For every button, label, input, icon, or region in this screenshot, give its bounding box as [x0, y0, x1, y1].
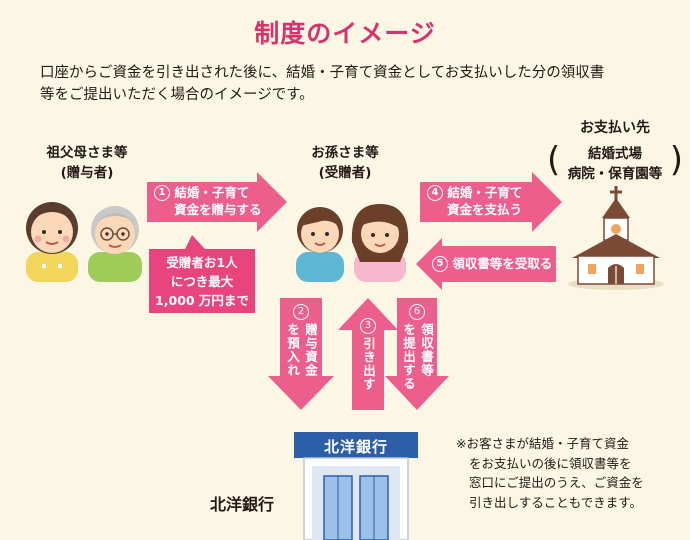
footnote-line-2: をお支払いの後に領収書等を	[469, 455, 632, 471]
limit-callout: 受贈者お1人 につき最大 1,000 万円まで	[147, 253, 257, 310]
bank-sign-board	[294, 432, 418, 458]
payee-name: お支払い先	[580, 120, 650, 136]
limit-callout-bubble	[149, 235, 255, 313]
intro-line-2: 等をご提出いただく場合のイメージです。	[40, 87, 314, 103]
grandparents-illustration	[26, 202, 142, 282]
step-2-text: 2 贈与資金 を預入れ	[281, 304, 321, 377]
intro-text: 口座からご資金を引き出された後に、結婚・子育て資金としてお支払いした分の領収書 …	[40, 62, 660, 106]
step-1-number: 1	[154, 185, 170, 201]
step-3-label: 引き出す	[361, 337, 376, 391]
footnote: ※お客さまが結婚・子育て資金 をお支払いの後に領収書等を 窓口にご提出のうえ、ご…	[456, 434, 676, 512]
recipient-role: (受贈者)	[318, 165, 372, 181]
step-5-number: 5	[432, 256, 448, 272]
granddaughter-icon	[351, 204, 409, 282]
arrow-step-5	[416, 238, 556, 290]
step-4-number: 4	[427, 185, 443, 201]
step-2-col-2: を預入れ	[285, 323, 300, 377]
payee-paren-left: (	[547, 140, 561, 180]
step-6-col-2: を提出する	[401, 323, 416, 391]
bank-caption: 北洋銀行	[210, 495, 275, 514]
step-2-number: 2	[293, 304, 309, 320]
step-6-col-1: 領収書等	[419, 323, 434, 377]
step-6-text: 6 領収書等 を提出する	[397, 304, 437, 391]
limit-line-3: 1,000 万円まで	[155, 293, 249, 308]
footnote-line-4: 引き出しすることもできます。	[469, 494, 643, 510]
donor-name: 祖父母さま等	[46, 145, 128, 161]
grandchildren-illustration	[296, 204, 409, 282]
donor-label: 祖父母さま等 (贈与者)	[22, 143, 152, 183]
step-4-line-2: 資金を支払う	[447, 202, 523, 217]
grandson-icon	[296, 207, 344, 282]
step-1-line-1: 結婚・子育て	[174, 185, 250, 200]
step-1-text: 1 結婚・子育て 資金を贈与する	[154, 184, 274, 218]
step-2-col-1: 贈与資金	[303, 323, 318, 377]
step-4-line-1: 結婚・子育て	[447, 185, 523, 200]
step-6-number: 6	[409, 304, 425, 320]
payee-examples: ( ) 結婚式場 病院・保育園等	[545, 140, 685, 184]
donor-role: (贈与者)	[60, 165, 114, 181]
limit-line-1: 受贈者お1人	[166, 255, 238, 270]
footnote-line-3: 窓口にご提出のうえ、ご資金を	[469, 475, 644, 490]
intro-line-1: 口座からご資金を引き出された後に、結婚・子育て資金としてお支払いした分の領収書	[40, 65, 605, 81]
arrow-step-1	[147, 172, 287, 232]
recipient-label: お孫さま等 (受贈者)	[290, 143, 400, 183]
step-5-text: 5 領収書等を受取る	[432, 255, 556, 272]
footnote-line-1: ※お客さまが結婚・子育て資金	[456, 436, 629, 451]
step-4-text: 4 結婚・子育て 資金を支払う	[427, 184, 547, 218]
bank-sign: 北洋銀行	[323, 438, 388, 456]
arrow-step-3	[338, 298, 398, 410]
step-1-line-2: 資金を贈与する	[174, 202, 262, 217]
step-5-label: 領収書等を受取る	[452, 256, 553, 271]
recipient-name: お孫さま等	[311, 145, 379, 161]
arrow-step-4	[420, 172, 562, 232]
step-3-number: 3	[360, 318, 376, 334]
limit-line-2: につき最大	[170, 274, 234, 289]
payee-line-1: 結婚式場	[588, 146, 642, 162]
payee-label: お支払い先 ( ) 結婚式場 病院・保育園等	[545, 118, 685, 184]
bank-building-illustration	[294, 432, 418, 540]
arrow-step-6	[385, 298, 449, 410]
chapel-illustration	[568, 186, 664, 290]
step-3-text: 3 引き出す	[352, 318, 384, 391]
arrow-step-2	[268, 298, 334, 410]
page-title: 制度のイメージ	[254, 19, 436, 48]
grandfather-icon	[88, 206, 142, 282]
grandmother-icon	[26, 202, 78, 282]
payee-paren-right: )	[669, 140, 683, 180]
payee-line-2: 病院・保育園等	[567, 166, 663, 182]
